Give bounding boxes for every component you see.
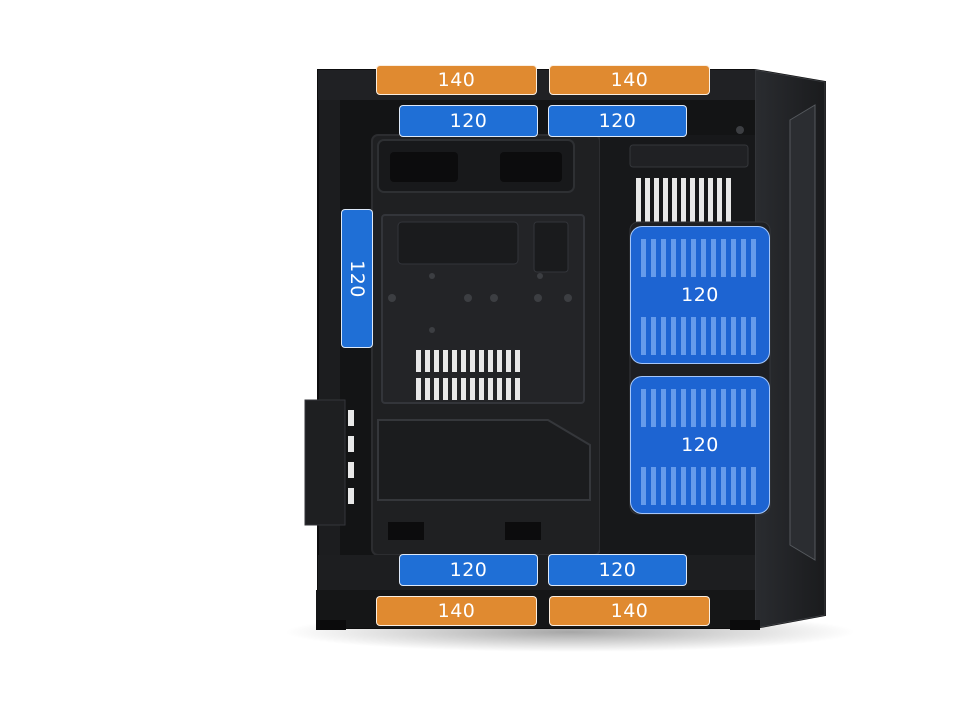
cpu-cutout-vents xyxy=(416,350,520,400)
top-140-right-badge: 140 xyxy=(549,65,710,95)
top-140-left-badge: 140 xyxy=(376,65,537,95)
psu-cutout-left xyxy=(388,522,424,540)
badge-label: 120 xyxy=(449,559,488,581)
badge-label: 120 xyxy=(346,259,369,298)
front-glass-edge xyxy=(789,104,816,561)
foot-right xyxy=(730,620,760,630)
front-120-upper-badge: 120 xyxy=(630,226,770,364)
badge-label: 140 xyxy=(610,600,649,622)
badge-label: 140 xyxy=(437,600,476,622)
motherboard-slot xyxy=(533,221,569,273)
top-120-right-badge: 120 xyxy=(548,105,687,137)
badge-label: 120 xyxy=(598,559,637,581)
badge-label: 120 xyxy=(681,284,719,306)
screws xyxy=(388,126,744,333)
foot-left xyxy=(316,620,346,630)
bottom-120-left-badge: 120 xyxy=(399,554,538,586)
psu-shroud xyxy=(377,419,591,501)
front-chamber-vents xyxy=(636,178,731,223)
badge-label: 120 xyxy=(681,434,719,456)
side-120-badge: 120 xyxy=(341,209,373,348)
front-bay-top xyxy=(629,144,749,168)
badge-label: 140 xyxy=(437,69,476,91)
top-vent-right xyxy=(500,152,562,182)
pci-slot-covers xyxy=(348,410,354,504)
psu-cutout-right xyxy=(505,522,541,540)
bottom-120-right-badge: 120 xyxy=(548,554,687,586)
badge-label: 140 xyxy=(610,69,649,91)
bottom-140-left-badge: 140 xyxy=(376,596,537,626)
badge-label: 120 xyxy=(598,110,637,132)
rear-panel xyxy=(304,399,346,526)
badge-label: 120 xyxy=(449,110,488,132)
fan-vent-pattern xyxy=(641,389,756,505)
top-vent-left xyxy=(390,152,458,182)
top-120-left-badge: 120 xyxy=(399,105,538,137)
fan-vent-pattern xyxy=(641,239,756,355)
bottom-140-right-badge: 140 xyxy=(549,596,710,626)
motherboard-cutout xyxy=(397,221,519,265)
front-120-lower-badge: 120 xyxy=(630,376,770,514)
